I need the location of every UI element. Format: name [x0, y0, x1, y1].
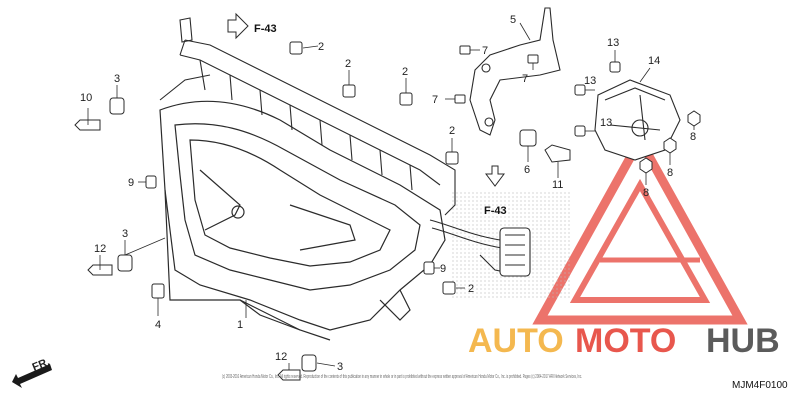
- watermark-part-1: AUTO: [468, 322, 564, 360]
- callout-2: 2: [402, 66, 408, 78]
- callout-numbers: 1 2 2 2 2 2 3 3 3 4 5 6 7 7 7 8 8 8 9 9 …: [80, 14, 696, 373]
- callout-5: 5: [510, 14, 516, 26]
- bracket-part-5: [469, 7, 561, 136]
- control-unit-part-14: [594, 79, 681, 161]
- reference-arrow-mid[interactable]: F-43: [484, 165, 507, 217]
- callout-3: 3: [337, 361, 343, 373]
- reference-arrow-top[interactable]: F-43: [227, 12, 277, 40]
- callout-4: 4: [155, 319, 161, 331]
- wiring-harness: [429, 219, 531, 277]
- fasteners: [74, 41, 701, 381]
- callout-7: 7: [522, 73, 528, 85]
- callout-7: 7: [432, 94, 438, 106]
- callout-2: 2: [449, 125, 455, 137]
- callout-2: 2: [468, 283, 474, 295]
- callout-13: 13: [607, 37, 619, 49]
- callout-13: 13: [584, 75, 596, 87]
- front-direction-arrow: FR.: [12, 356, 52, 388]
- watermark-triangle-logo: [532, 130, 748, 325]
- callout-3: 3: [122, 228, 128, 240]
- callout-7: 7: [482, 45, 488, 57]
- callout-11: 11: [552, 179, 563, 191]
- callout-10: 10: [80, 92, 92, 104]
- callout-3: 3: [114, 73, 120, 85]
- callout-13: 13: [600, 117, 612, 129]
- callout-14: 14: [648, 55, 660, 67]
- callout-9: 9: [128, 177, 134, 189]
- copyright-notice: (c) 2003-2016 American Honda Motor Co., …: [222, 374, 582, 380]
- headlight-upper-bracket: [159, 17, 456, 216]
- leader-lines: [87, 22, 695, 370]
- watermark-part-3: HUB: [706, 322, 780, 360]
- callout-2: 2: [345, 58, 351, 70]
- callout-12: 12: [275, 351, 287, 363]
- callout-2: 2: [318, 41, 324, 53]
- callout-6: 6: [524, 164, 530, 176]
- callout-8: 8: [643, 187, 649, 199]
- callout-8: 8: [690, 131, 696, 143]
- callout-8: 8: [667, 167, 673, 179]
- reference-label-mid[interactable]: F-43: [484, 205, 507, 217]
- callout-12: 12: [94, 243, 106, 255]
- watermark-wordmark: AUTO MOTO HUB: [468, 322, 780, 360]
- watermark-part-2: MOTO: [575, 322, 676, 360]
- reference-label-top[interactable]: F-43: [254, 23, 277, 35]
- diagram-code: MJM4F0100: [732, 380, 788, 391]
- callout-9: 9: [440, 263, 446, 275]
- headlight-housing: [159, 100, 446, 341]
- callout-1: 1: [237, 319, 243, 331]
